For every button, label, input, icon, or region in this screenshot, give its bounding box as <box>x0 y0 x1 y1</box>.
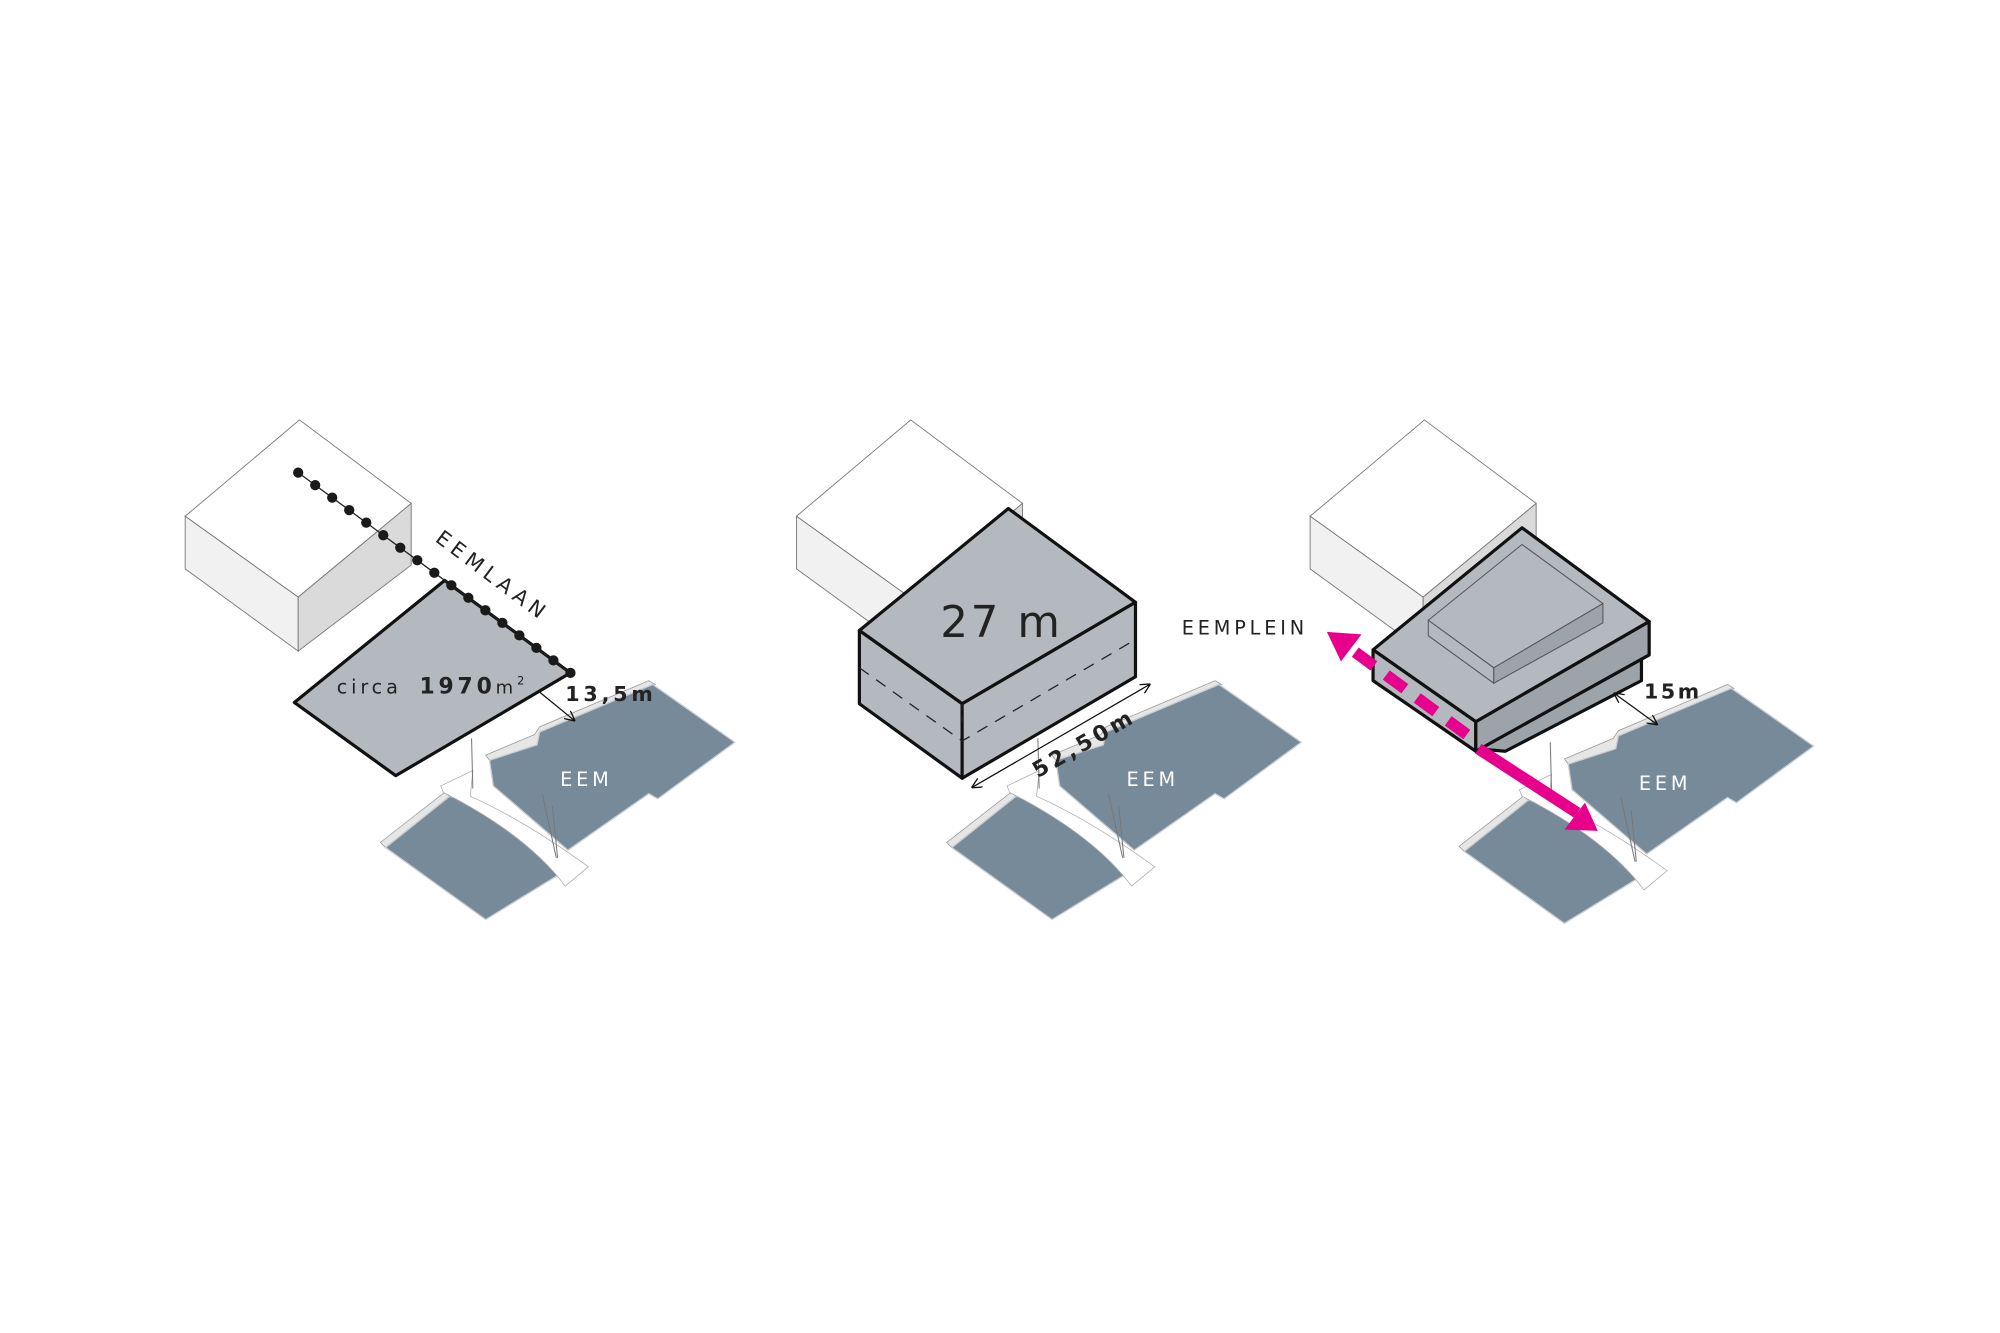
tree-icon <box>429 567 440 578</box>
tree-icon <box>531 642 542 654</box>
tree-row <box>293 467 576 679</box>
tree-icon <box>480 605 491 616</box>
tree-icon <box>565 667 576 679</box>
distance-label: 15m <box>1644 680 1702 704</box>
tree-icon <box>412 555 423 566</box>
panel-design: EEMPLEIN 15m EEM <box>1182 419 1815 924</box>
route-arrow-left-icon <box>1326 631 1362 662</box>
tree-icon <box>378 530 389 541</box>
distance-arrow <box>539 691 575 720</box>
tree-icon <box>463 592 474 603</box>
length-arrow <box>972 684 1149 787</box>
height-label: 27 m <box>940 597 1062 648</box>
tree-icon <box>395 542 406 553</box>
water-label: EEM <box>560 768 613 791</box>
tree-icon <box>446 580 457 591</box>
water-label: EEM <box>1126 768 1179 791</box>
tree-icon <box>327 492 338 503</box>
tree-icon <box>344 505 355 516</box>
tree-icon <box>548 655 559 666</box>
building-right-face <box>1474 619 1651 753</box>
panel-site: EEMLAAN circa 1970m2 13,5m EEM <box>184 419 736 921</box>
tree-icon <box>514 630 525 641</box>
distance-label: 13,5m <box>565 682 656 706</box>
existing-building <box>184 419 412 652</box>
pedestrian-route <box>1326 631 1598 831</box>
tree-icon <box>293 467 304 478</box>
floor-line <box>859 638 1136 742</box>
tree-icon <box>361 517 372 528</box>
water-label: EEM <box>1639 772 1692 795</box>
tree-icon <box>497 617 508 628</box>
route-arrow-right-icon <box>1564 802 1598 831</box>
tree-icon <box>310 479 321 491</box>
square-label: EEMPLEIN <box>1182 616 1308 639</box>
area-label: circa 1970m2 <box>337 673 529 699</box>
panel-volume: 27 m 52,50m EEM <box>796 419 1302 921</box>
distance-arrow <box>1614 693 1656 724</box>
